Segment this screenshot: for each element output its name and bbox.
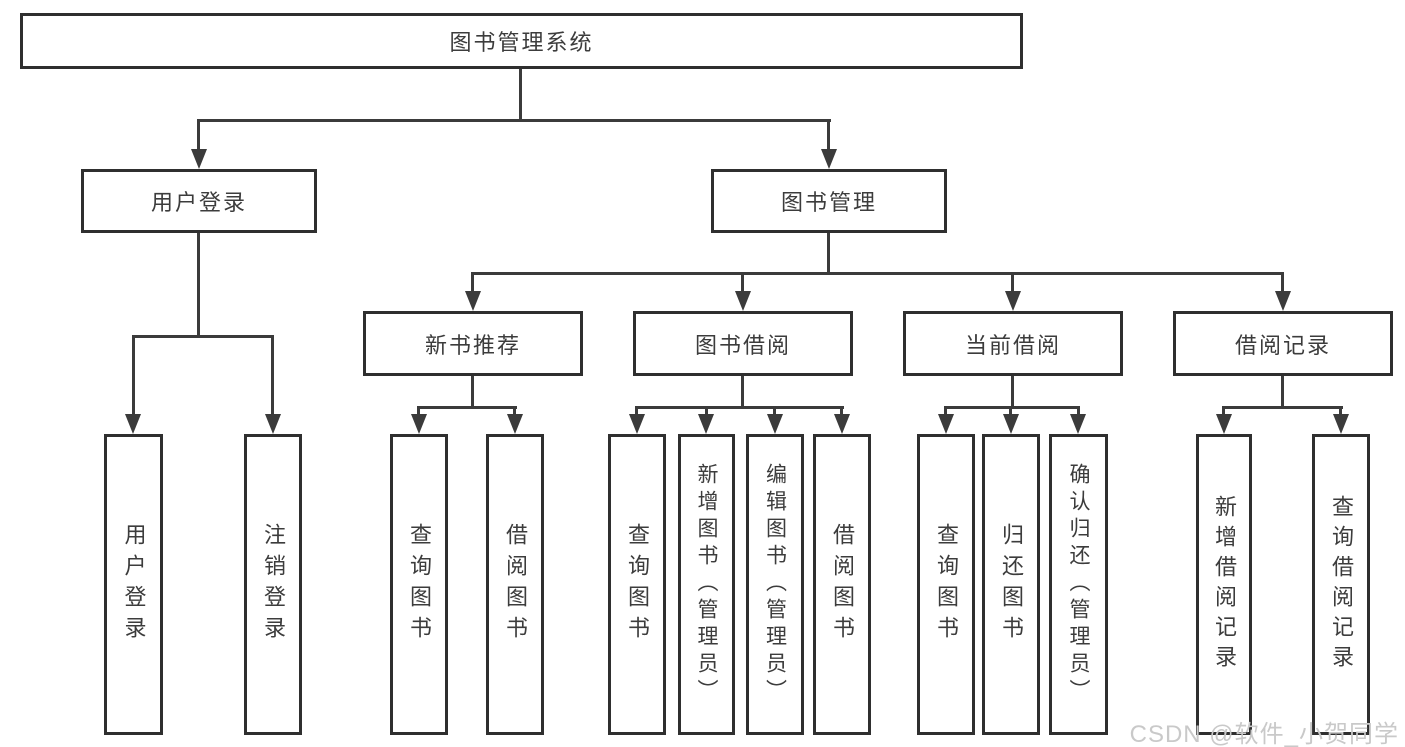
connector-line — [840, 406, 843, 416]
connector-line — [1222, 406, 1225, 416]
connector-line — [1009, 406, 1012, 416]
node-label: 确认归还（管理员） — [1067, 463, 1090, 706]
connector-line — [1281, 272, 1284, 293]
arrow-down-icon — [1003, 414, 1019, 434]
connector-line — [635, 406, 638, 416]
node-label: 编辑图书（管理员） — [763, 463, 787, 706]
connector-line — [741, 272, 744, 293]
arrow-down-icon — [1216, 414, 1232, 434]
node-label: 用户登录 — [150, 190, 247, 215]
arrow-down-icon — [125, 414, 141, 434]
node-user-login-leaf: 用户登录 — [104, 434, 163, 735]
connector-line — [705, 406, 708, 416]
connector-line — [271, 335, 274, 415]
node-return-books: 归还图书 — [982, 434, 1040, 735]
connector-line — [944, 406, 1080, 409]
node-label: 借阅记录 — [1234, 332, 1331, 358]
arrow-down-icon — [735, 291, 751, 311]
arrow-down-icon — [1275, 291, 1291, 311]
node-label: 新增借阅记录 — [1212, 494, 1237, 675]
node-label: 查询图书 — [934, 522, 959, 647]
connector-line — [197, 119, 831, 122]
connector-line — [471, 272, 1284, 275]
arrow-down-icon — [1333, 414, 1349, 434]
connector-line — [944, 406, 947, 416]
node-query-books-borrowing: 查询图书 — [608, 434, 666, 735]
node-user-login: 用户登录 — [81, 169, 317, 233]
connector-line — [513, 406, 516, 416]
node-borrowing-records: 借阅记录 — [1173, 311, 1393, 376]
connector-line — [132, 335, 135, 415]
arrow-down-icon — [1005, 291, 1021, 311]
arrow-down-icon — [629, 414, 645, 434]
connector-line — [197, 119, 200, 152]
node-label: 查询图书 — [625, 522, 650, 647]
node-label: 注销登录 — [261, 522, 286, 647]
node-add-borrow-record: 新增借阅记录 — [1196, 434, 1252, 735]
node-borrow-books-recommend: 借阅图书 — [486, 434, 544, 735]
arrow-down-icon — [834, 414, 850, 434]
arrow-down-icon — [191, 149, 207, 169]
arrow-down-icon — [938, 414, 954, 434]
connector-line — [519, 68, 522, 121]
node-borrow-books: 借阅图书 — [813, 434, 871, 735]
connector-line — [827, 119, 830, 152]
connector-line — [1011, 272, 1014, 293]
connector-line — [1011, 376, 1014, 408]
connector-line — [417, 406, 420, 416]
connector-line — [197, 233, 200, 337]
connector-line — [471, 376, 474, 408]
csdn-watermark: CSDN @软件_小贺同学 — [1129, 721, 1399, 747]
connector-line — [417, 406, 517, 409]
node-label: 查询借阅记录 — [1329, 494, 1354, 675]
node-label: 归还图书 — [999, 522, 1024, 647]
node-label: 借阅图书 — [830, 522, 855, 647]
connector-line — [132, 335, 274, 338]
node-query-books-recommend: 查询图书 — [390, 434, 448, 735]
arrow-down-icon — [265, 414, 281, 434]
node-label: 查询图书 — [407, 522, 432, 647]
connector-line — [741, 376, 744, 408]
node-add-book-admin: 新增图书（管理员） — [678, 434, 735, 735]
node-new-book-recommendation: 新书推荐 — [363, 311, 583, 376]
arrow-down-icon — [821, 149, 837, 169]
node-label: 当前借阅 — [964, 332, 1061, 358]
node-label: 新书推荐 — [424, 332, 521, 358]
arrow-down-icon — [411, 414, 427, 434]
node-label: 图书借阅 — [694, 332, 791, 358]
connector-line — [1077, 406, 1080, 416]
arrow-down-icon — [507, 414, 523, 434]
node-query-books-current: 查询图书 — [917, 434, 975, 735]
node-library-management-system: 图书管理系统 — [20, 13, 1023, 69]
connector-line — [471, 272, 474, 293]
connector-line — [773, 406, 776, 416]
arrow-down-icon — [1070, 414, 1086, 434]
arrow-down-icon — [767, 414, 783, 434]
node-label: 借阅图书 — [503, 522, 528, 647]
connector-line — [1222, 406, 1343, 409]
node-logout: 注销登录 — [244, 434, 302, 735]
connector-line — [827, 233, 830, 274]
connector-line — [1339, 406, 1342, 416]
node-label: 图书管理 — [780, 190, 877, 215]
node-book-borrowing: 图书借阅 — [633, 311, 853, 376]
node-edit-book-admin: 编辑图书（管理员） — [746, 434, 804, 735]
node-label: 新增图书（管理员） — [695, 463, 718, 706]
arrow-down-icon — [465, 291, 481, 311]
node-query-borrow-record: 查询借阅记录 — [1312, 434, 1370, 735]
connector-line — [1281, 376, 1284, 408]
connector-line — [635, 406, 844, 409]
node-current-borrowing: 当前借阅 — [903, 311, 1123, 376]
node-book-management: 图书管理 — [711, 169, 947, 233]
node-label: 图书管理系统 — [449, 30, 594, 55]
arrow-down-icon — [698, 414, 714, 434]
node-label: 用户登录 — [121, 522, 147, 647]
node-confirm-return-admin: 确认归还（管理员） — [1049, 434, 1108, 735]
